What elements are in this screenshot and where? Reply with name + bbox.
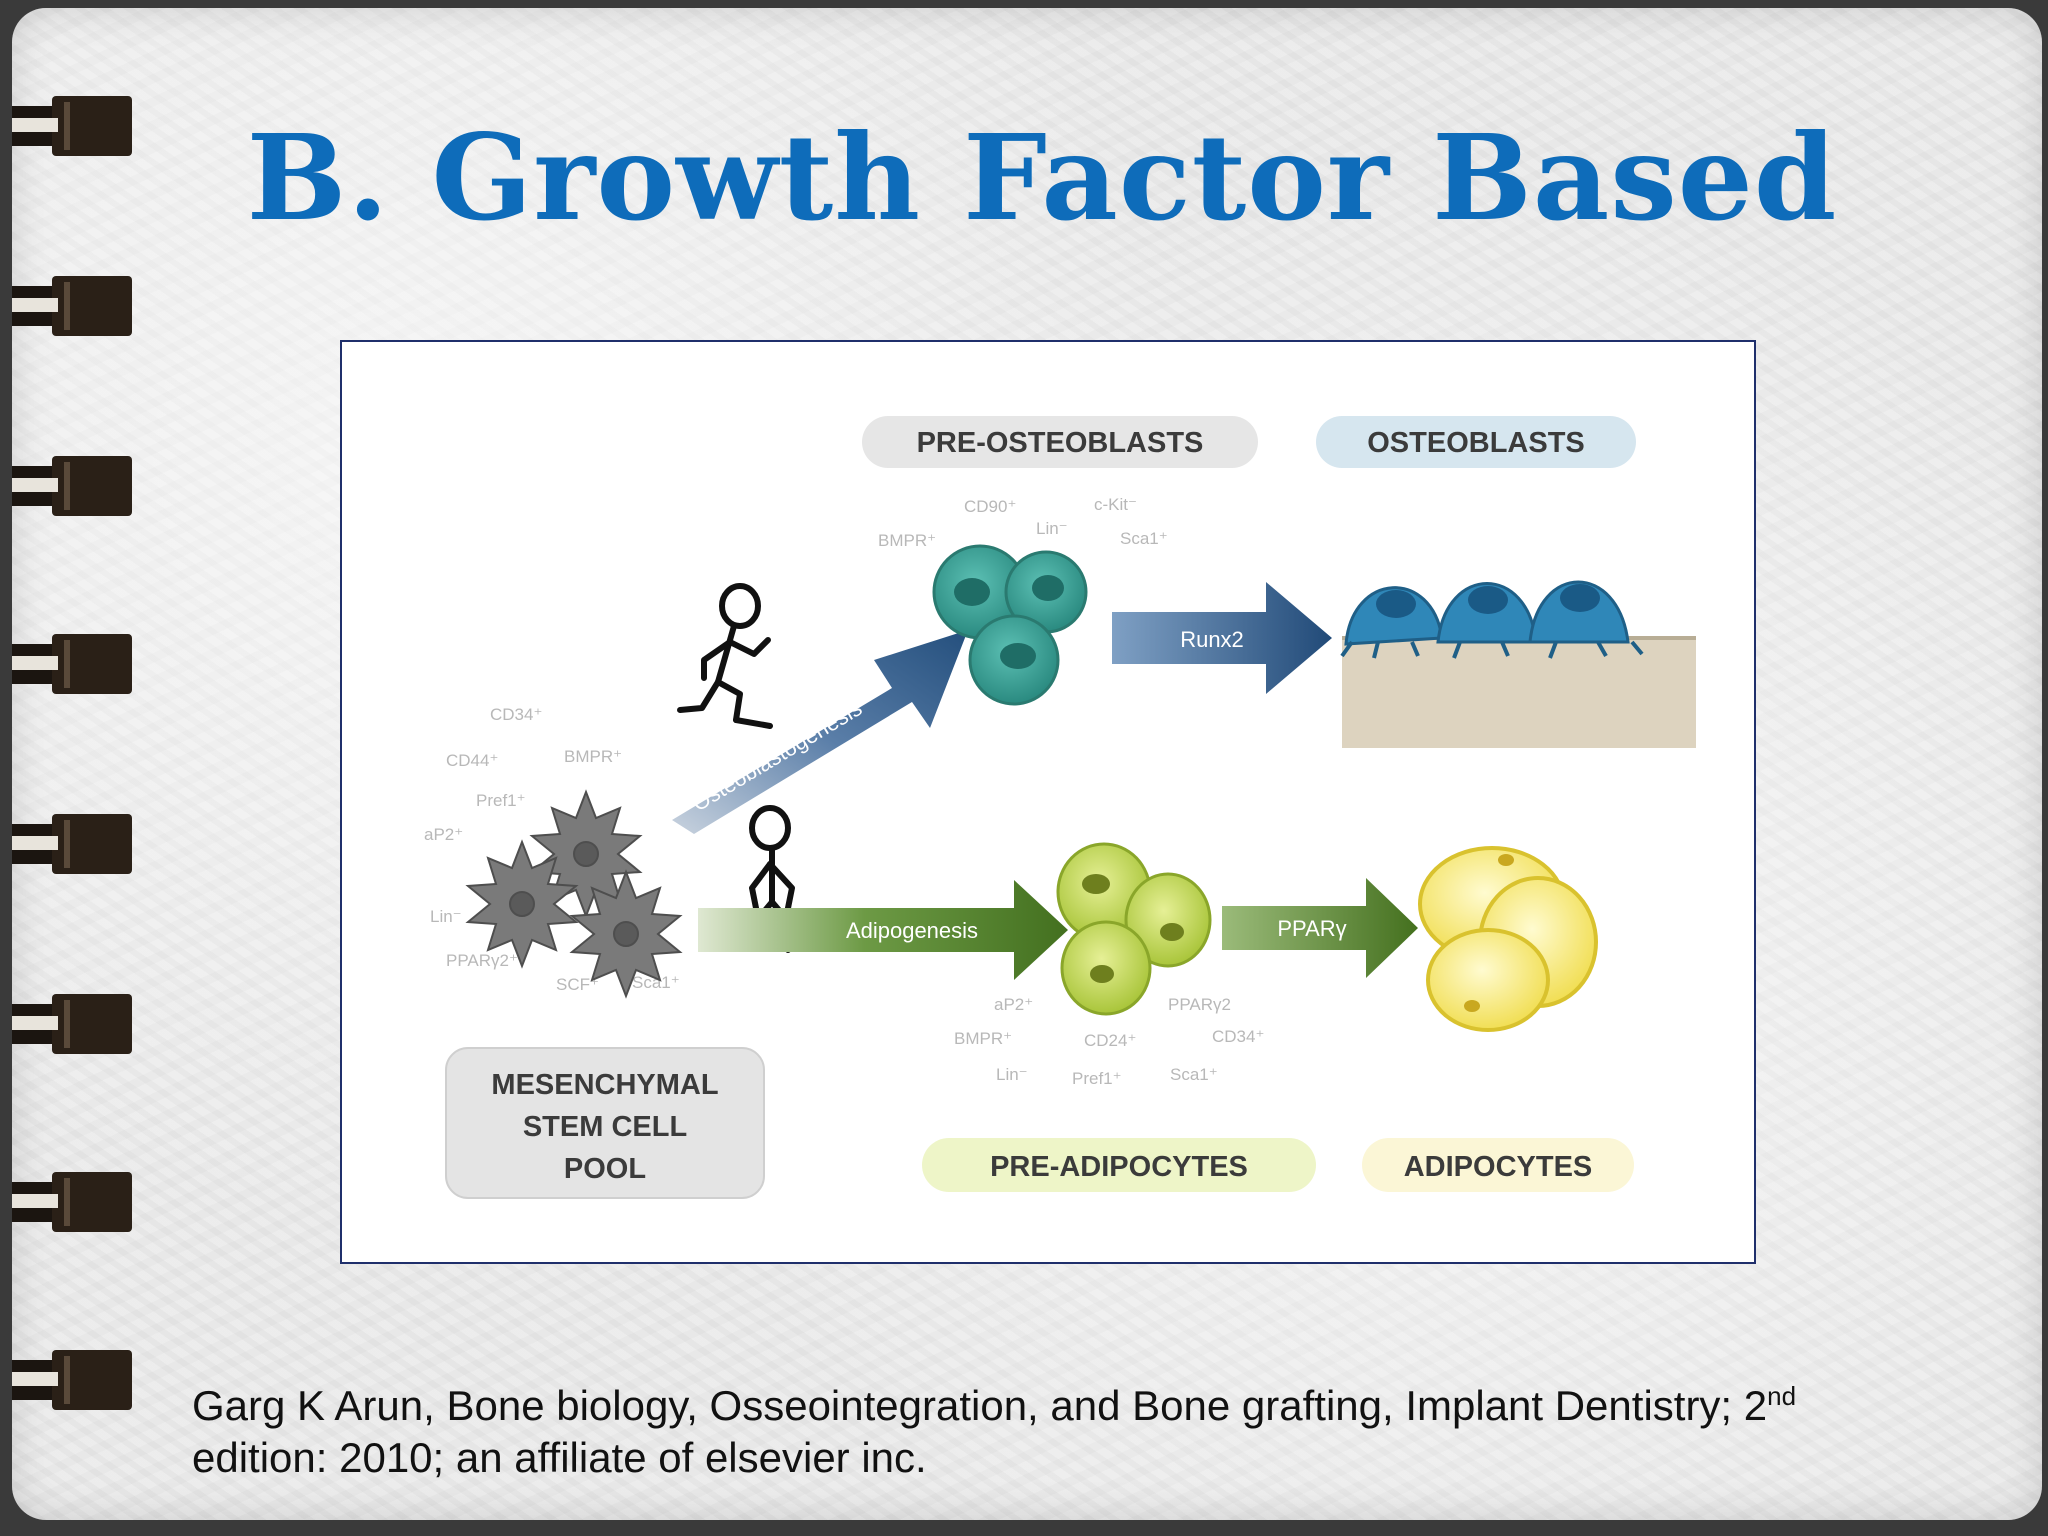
svg-text:CD34⁺: CD34⁺ [1212, 1027, 1264, 1046]
svg-text:Lin⁻: Lin⁻ [430, 907, 462, 926]
svg-text:Lin⁻: Lin⁻ [996, 1065, 1028, 1084]
svg-text:SCF⁺: SCF⁺ [556, 975, 599, 994]
svg-text:c-Kit⁻: c-Kit⁻ [1094, 495, 1137, 514]
svg-text:PRE-ADIPOCYTES: PRE-ADIPOCYTES [990, 1151, 1248, 1183]
binding-ring-icon [12, 276, 138, 336]
osteoblasts-label: OSTEOBLASTS [1316, 416, 1636, 468]
citation-line-2: edition: 2010; an affiliate of elsevier … [192, 1434, 927, 1481]
pre-adipocyte-cells [1056, 842, 1212, 1016]
binding-ring-icon [12, 96, 138, 156]
osteoblast-cells [1340, 580, 1696, 748]
svg-text:Osteoblastogenesis: Osteoblastogenesis [688, 695, 867, 816]
pre-osteoblast-cells [932, 544, 1088, 706]
differentiation-diagram: PRE-OSTEOBLASTS OSTEOBLASTS CD90⁺ c-Kit⁻… [424, 416, 1696, 1199]
ppar-gamma-arrow: PPARγ [1222, 878, 1418, 978]
svg-text:Lin⁻: Lin⁻ [1036, 519, 1068, 538]
msc-pool-label: MESENCHYMAL STEM CELL POOL [445, 1047, 765, 1199]
svg-text:Pref1⁺: Pref1⁺ [476, 791, 526, 810]
svg-text:CD44⁺: CD44⁺ [446, 751, 498, 770]
svg-text:Runx2: Runx2 [1180, 627, 1244, 652]
adipogenesis-arrow: Adipogenesis [698, 880, 1068, 980]
svg-text:aP2⁺: aP2⁺ [424, 825, 463, 844]
slide-title: B. Growth Factor Based [246, 108, 1838, 247]
binding-ring-icon [12, 1350, 138, 1410]
binding-ring-icon [12, 814, 138, 874]
adipocytes-label: ADIPOCYTES [1362, 1138, 1634, 1192]
adipocyte-cells [1418, 846, 1598, 1032]
svg-text:PPARγ2: PPARγ2 [1168, 995, 1231, 1014]
citation: Garg K Arun, Bone biology, Osseointegrat… [192, 1380, 1972, 1484]
svg-text:Sca1⁺: Sca1⁺ [1170, 1065, 1218, 1084]
msc-markers: CD34⁺ CD44⁺ BMPR⁺ Pref1⁺ aP2⁺ Lin⁻ PPARγ… [424, 705, 680, 994]
citation-text: Garg K Arun, Bone biology, Osseointegrat… [192, 1382, 1768, 1429]
svg-text:CD24⁺: CD24⁺ [1084, 1031, 1136, 1050]
svg-text:Sca1⁺: Sca1⁺ [632, 973, 680, 992]
svg-text:aP2⁺: aP2⁺ [994, 995, 1033, 1014]
svg-text:BMPR⁺: BMPR⁺ [878, 531, 936, 550]
pre-osteoblast-markers: CD90⁺ c-Kit⁻ Lin⁻ BMPR⁺ Sca1⁺ [878, 495, 1168, 550]
svg-text:POOL: POOL [564, 1153, 646, 1185]
svg-text:CD34⁺: CD34⁺ [490, 705, 542, 724]
mesenchymal-stem-cells [465, 789, 683, 999]
svg-text:PRE-OSTEOBLASTS: PRE-OSTEOBLASTS [917, 427, 1204, 459]
osteoblastogenesis-arrow: Osteoblastogenesis [672, 630, 968, 834]
pre-adipocyte-markers: aP2⁺ PPARγ2 BMPR⁺ CD24⁺ CD34⁺ Lin⁻ Pref1… [954, 995, 1264, 1088]
svg-text:OSTEOBLASTS: OSTEOBLASTS [1367, 427, 1585, 459]
svg-text:BMPR⁺: BMPR⁺ [564, 747, 622, 766]
svg-text:MESENCHYMAL: MESENCHYMAL [491, 1069, 718, 1101]
binding-ring-icon [12, 1172, 138, 1232]
pre-osteoblasts-label: PRE-OSTEOBLASTS [862, 416, 1258, 468]
running-figure-icon [677, 583, 773, 729]
svg-text:BMPR⁺: BMPR⁺ [954, 1029, 1012, 1048]
citation-superscript: nd [1767, 1381, 1797, 1411]
binding-ring-icon [12, 634, 138, 694]
svg-text:Sca1⁺: Sca1⁺ [1120, 529, 1168, 548]
svg-text:Pref1⁺: Pref1⁺ [1072, 1069, 1122, 1088]
binding-ring-icon [12, 456, 138, 516]
svg-text:ADIPOCYTES: ADIPOCYTES [1404, 1151, 1593, 1183]
runx2-arrow: Runx2 [1112, 582, 1332, 694]
svg-text:STEM CELL: STEM CELL [523, 1111, 687, 1143]
pre-adipocytes-label: PRE-ADIPOCYTES [922, 1138, 1316, 1192]
binding-ring-icon [12, 994, 138, 1054]
svg-text:PPARγ2⁺: PPARγ2⁺ [446, 951, 518, 970]
svg-text:CD90⁺: CD90⁺ [964, 497, 1016, 516]
figure-frame: PRE-OSTEOBLASTS OSTEOBLASTS CD90⁺ c-Kit⁻… [340, 340, 1756, 1264]
slide: B. Growth Factor Based [12, 8, 2042, 1520]
svg-text:Adipogenesis: Adipogenesis [846, 918, 978, 943]
svg-text:PPARγ: PPARγ [1277, 916, 1346, 941]
